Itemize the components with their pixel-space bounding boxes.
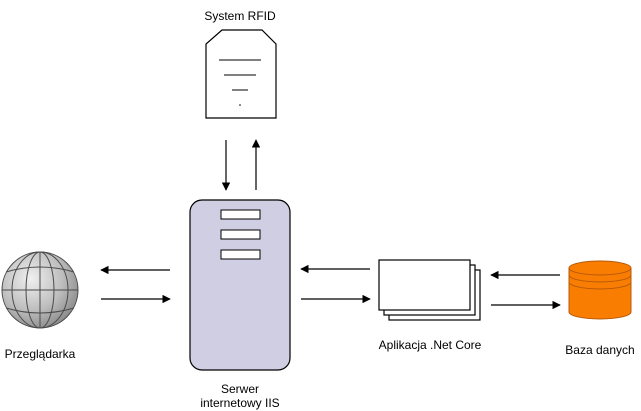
server-label-line2: internetowy IIS (200, 396, 280, 410)
stacked-documents-icon (378, 259, 481, 321)
app-label: Aplikacja .Net Core (378, 338, 482, 352)
globe-icon (1, 251, 79, 329)
server-icon (189, 199, 291, 371)
rfid-label: System RFID (204, 9, 276, 23)
database-icon (568, 260, 632, 320)
browser-label: Przeglądarka (4, 347, 76, 361)
rfid-document-icon (205, 29, 277, 119)
server-label-line1: Serwer (220, 382, 259, 396)
db-label: Baza danych (565, 343, 635, 357)
